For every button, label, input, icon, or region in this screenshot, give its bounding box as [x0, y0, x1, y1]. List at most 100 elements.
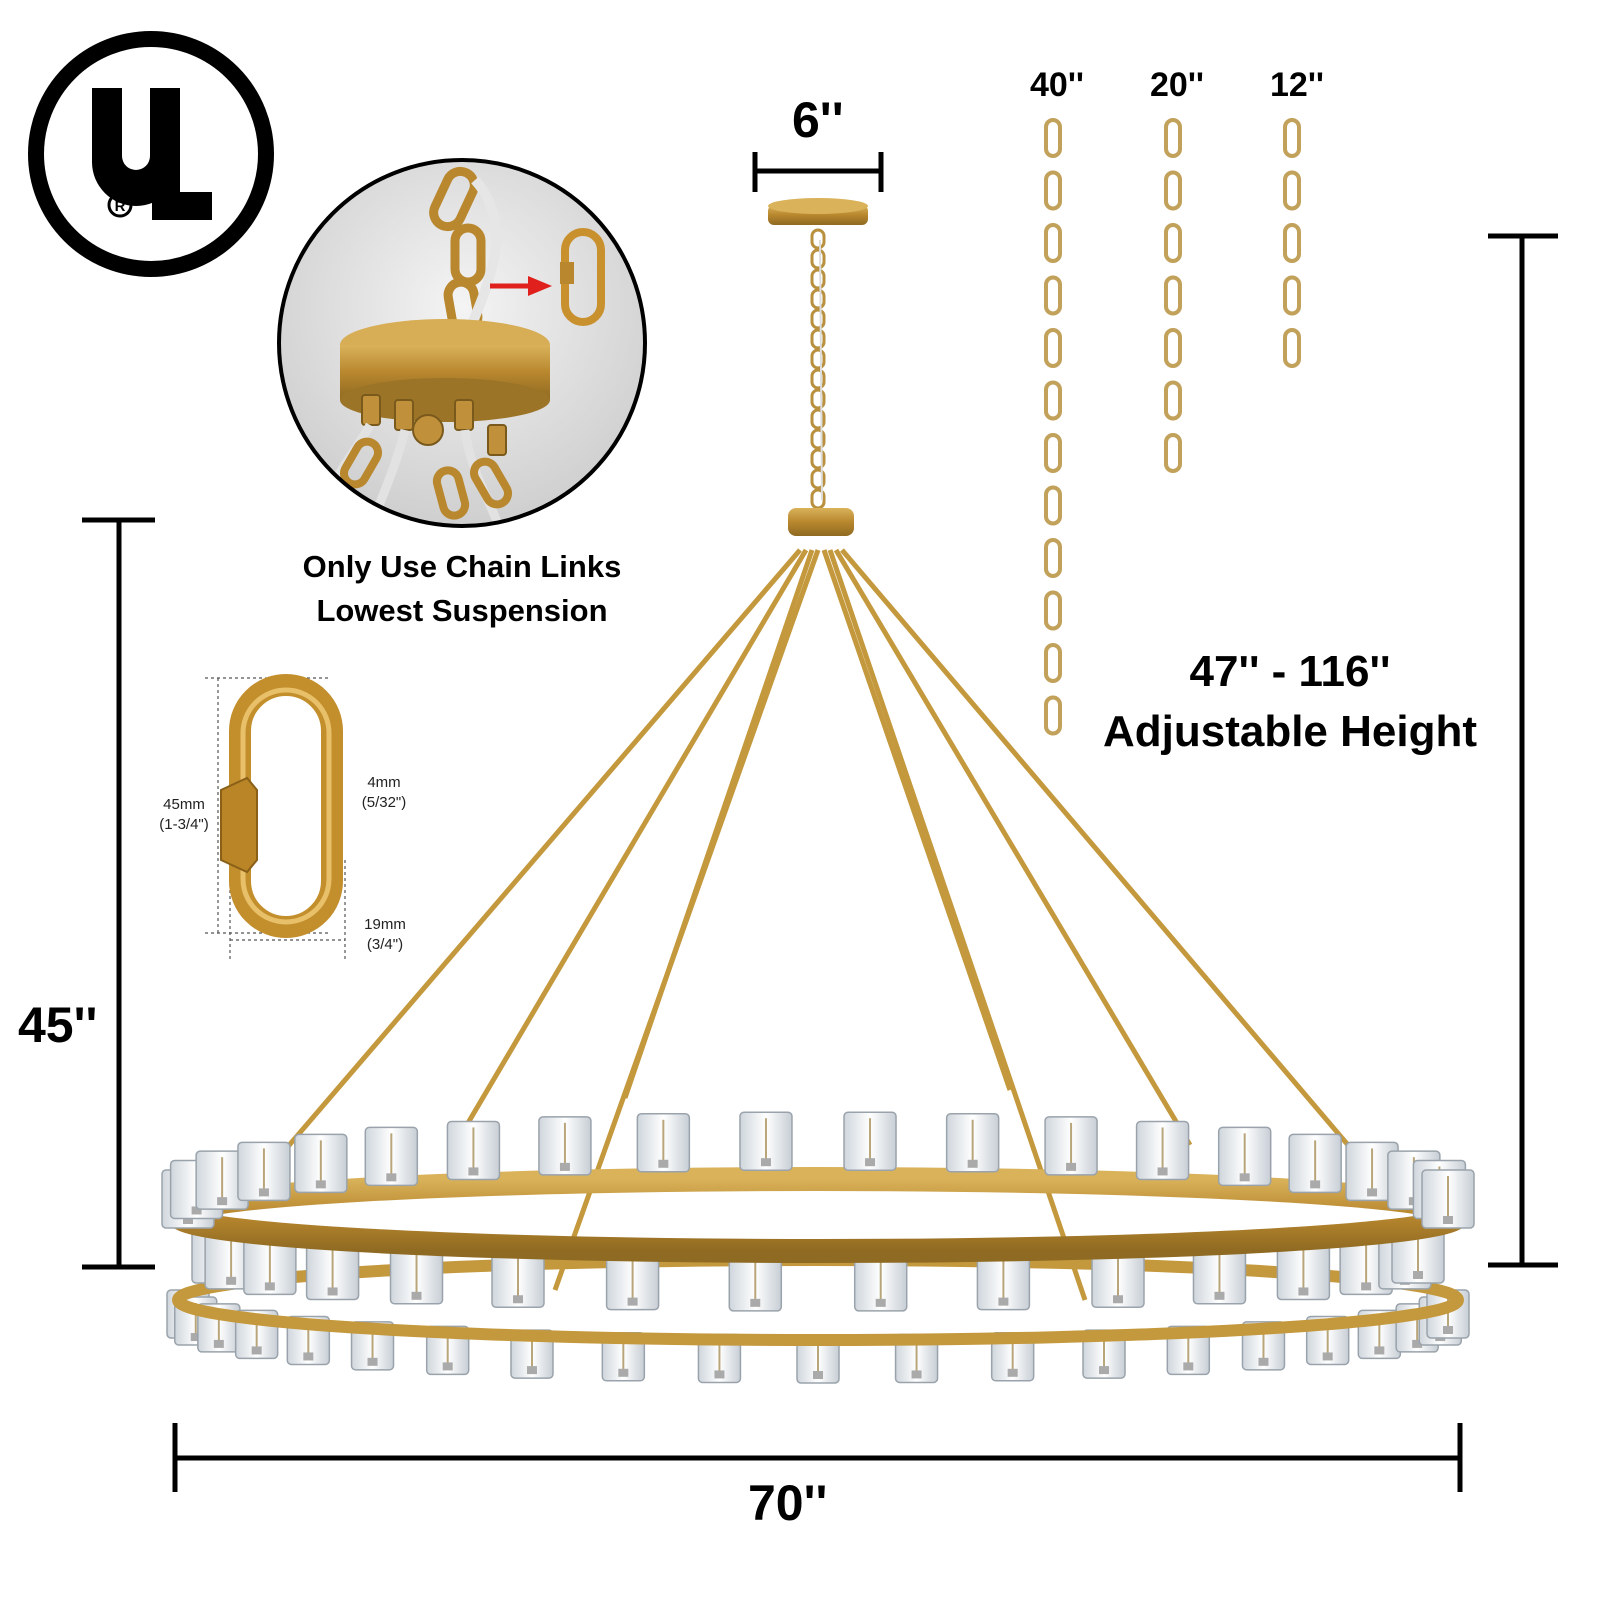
chain-link [1164, 380, 1182, 421]
canopy-width-label: 6'' [792, 92, 844, 148]
registered-mark: R [115, 198, 126, 215]
adjustable-height-caption: Adjustable Height [1102, 707, 1478, 756]
link-wire-mm: 4mm [367, 774, 401, 791]
chain-link [1044, 118, 1062, 158]
link-width-in: (3/4") [366, 936, 404, 953]
chain-lengths-group [1044, 118, 1301, 736]
main-chain-link [810, 428, 826, 450]
chain-link [1164, 170, 1182, 211]
chain-link [1164, 275, 1182, 316]
chain-link [1044, 643, 1062, 683]
main-chain-link [810, 328, 826, 350]
crystal-light [294, 1133, 348, 1194]
chain-link [1044, 380, 1062, 421]
support-rod [833, 548, 1193, 1147]
ul-certification-logo: R [28, 31, 274, 277]
fixture-width-label: 70'' [748, 1475, 828, 1531]
crystal-light [1135, 1120, 1190, 1181]
chain-link [1283, 328, 1301, 368]
crystal-light [364, 1126, 419, 1187]
support-rod [283, 548, 802, 1152]
chain-1 [1164, 118, 1182, 473]
chain-link [1164, 328, 1182, 368]
chain-link [1044, 590, 1062, 631]
link-width-mm: 19mm [364, 916, 406, 933]
chandelier-fixture [161, 198, 1475, 1384]
crystal-light [1091, 1248, 1145, 1308]
chain-link [1283, 275, 1301, 316]
crystal-light [1421, 1169, 1475, 1229]
link-length-mm: 45mm [163, 796, 205, 813]
main-chain-link [810, 368, 826, 390]
chain-link [1044, 538, 1062, 578]
crystal-light [739, 1111, 793, 1171]
top-ring [166, 1167, 1470, 1263]
crystal-light [538, 1116, 592, 1176]
main-chain-link [810, 388, 826, 410]
chain-link [1044, 223, 1062, 263]
main-chain-link [810, 268, 826, 290]
main-chain-link [810, 228, 826, 250]
crystal-light [1044, 1116, 1098, 1176]
chain-usage-notice: Only Use Chain Links Lowest Suspension [262, 545, 662, 633]
hanging-lights-row [191, 1224, 1445, 1312]
chain-link [1044, 485, 1062, 526]
crystal-light [1192, 1245, 1247, 1305]
quick-link-spec-drawing [205, 674, 346, 960]
chain-label-12: 12'' [1270, 66, 1324, 104]
fixture-width-dimension-line [172, 1423, 1463, 1492]
notice-line-1: Only Use Chain Links [302, 549, 622, 584]
crystal-light [1276, 1240, 1331, 1301]
chain-link [1283, 118, 1301, 158]
crystal-light [446, 1120, 501, 1181]
chain-link [1283, 223, 1301, 263]
fixture-height-label: 45'' [18, 997, 98, 1053]
fixture-height-dimension-line [82, 517, 155, 1270]
chain-link [1044, 328, 1062, 368]
top-ring-lights [161, 1111, 1475, 1229]
main-chain-link [810, 448, 826, 470]
main-chain-link [810, 308, 826, 330]
chain-link [1283, 170, 1301, 211]
crystal-light [990, 1332, 1035, 1382]
ul-letter-l [152, 128, 212, 220]
central-hub [788, 508, 854, 536]
link-wire-spec: 4mm (5/32") [352, 773, 416, 813]
link-width-spec: 19mm (3/4") [355, 915, 415, 955]
adjustable-height-dimension-line [1488, 233, 1558, 1268]
support-rod [821, 549, 1013, 1091]
crystal-light [491, 1248, 545, 1308]
crystal-light [243, 1235, 297, 1296]
chain-link [1044, 275, 1062, 316]
notice-line-2: Lowest Suspension [316, 593, 608, 628]
main-chain-link [810, 408, 826, 430]
canopy-zoom-inset [277, 158, 647, 528]
support-rod [552, 549, 821, 1291]
red-arrow-icon [490, 276, 552, 296]
main-chain-link [810, 348, 826, 370]
chain-link [1044, 433, 1062, 473]
chain-link [1044, 695, 1062, 736]
bottom-ring-lights [166, 1289, 1470, 1384]
chain-link [1164, 118, 1182, 158]
chain-0 [1044, 118, 1062, 736]
support-rod [452, 548, 809, 1147]
chain-label-20: 20'' [1150, 66, 1204, 104]
adjustable-height-block: 47'' - 116'' Adjustable Height [1070, 642, 1510, 762]
main-chain-link [810, 248, 826, 270]
link-length-spec: 45mm (1-3/4") [146, 795, 222, 835]
crystal-light [237, 1141, 291, 1202]
crystal-light [1288, 1133, 1342, 1194]
main-chain-link [810, 468, 826, 490]
canopy-width-dimension-line [752, 152, 884, 192]
crystal-light [843, 1111, 897, 1171]
crystal-light [195, 1150, 249, 1210]
chain-link [1164, 223, 1182, 263]
crystal-light [1345, 1141, 1399, 1202]
link-length-in: (1-3/4") [159, 816, 209, 833]
crystal-light [605, 1250, 660, 1311]
chain-link [1044, 170, 1062, 211]
chain-link [1164, 433, 1182, 473]
main-chain-link [810, 288, 826, 310]
